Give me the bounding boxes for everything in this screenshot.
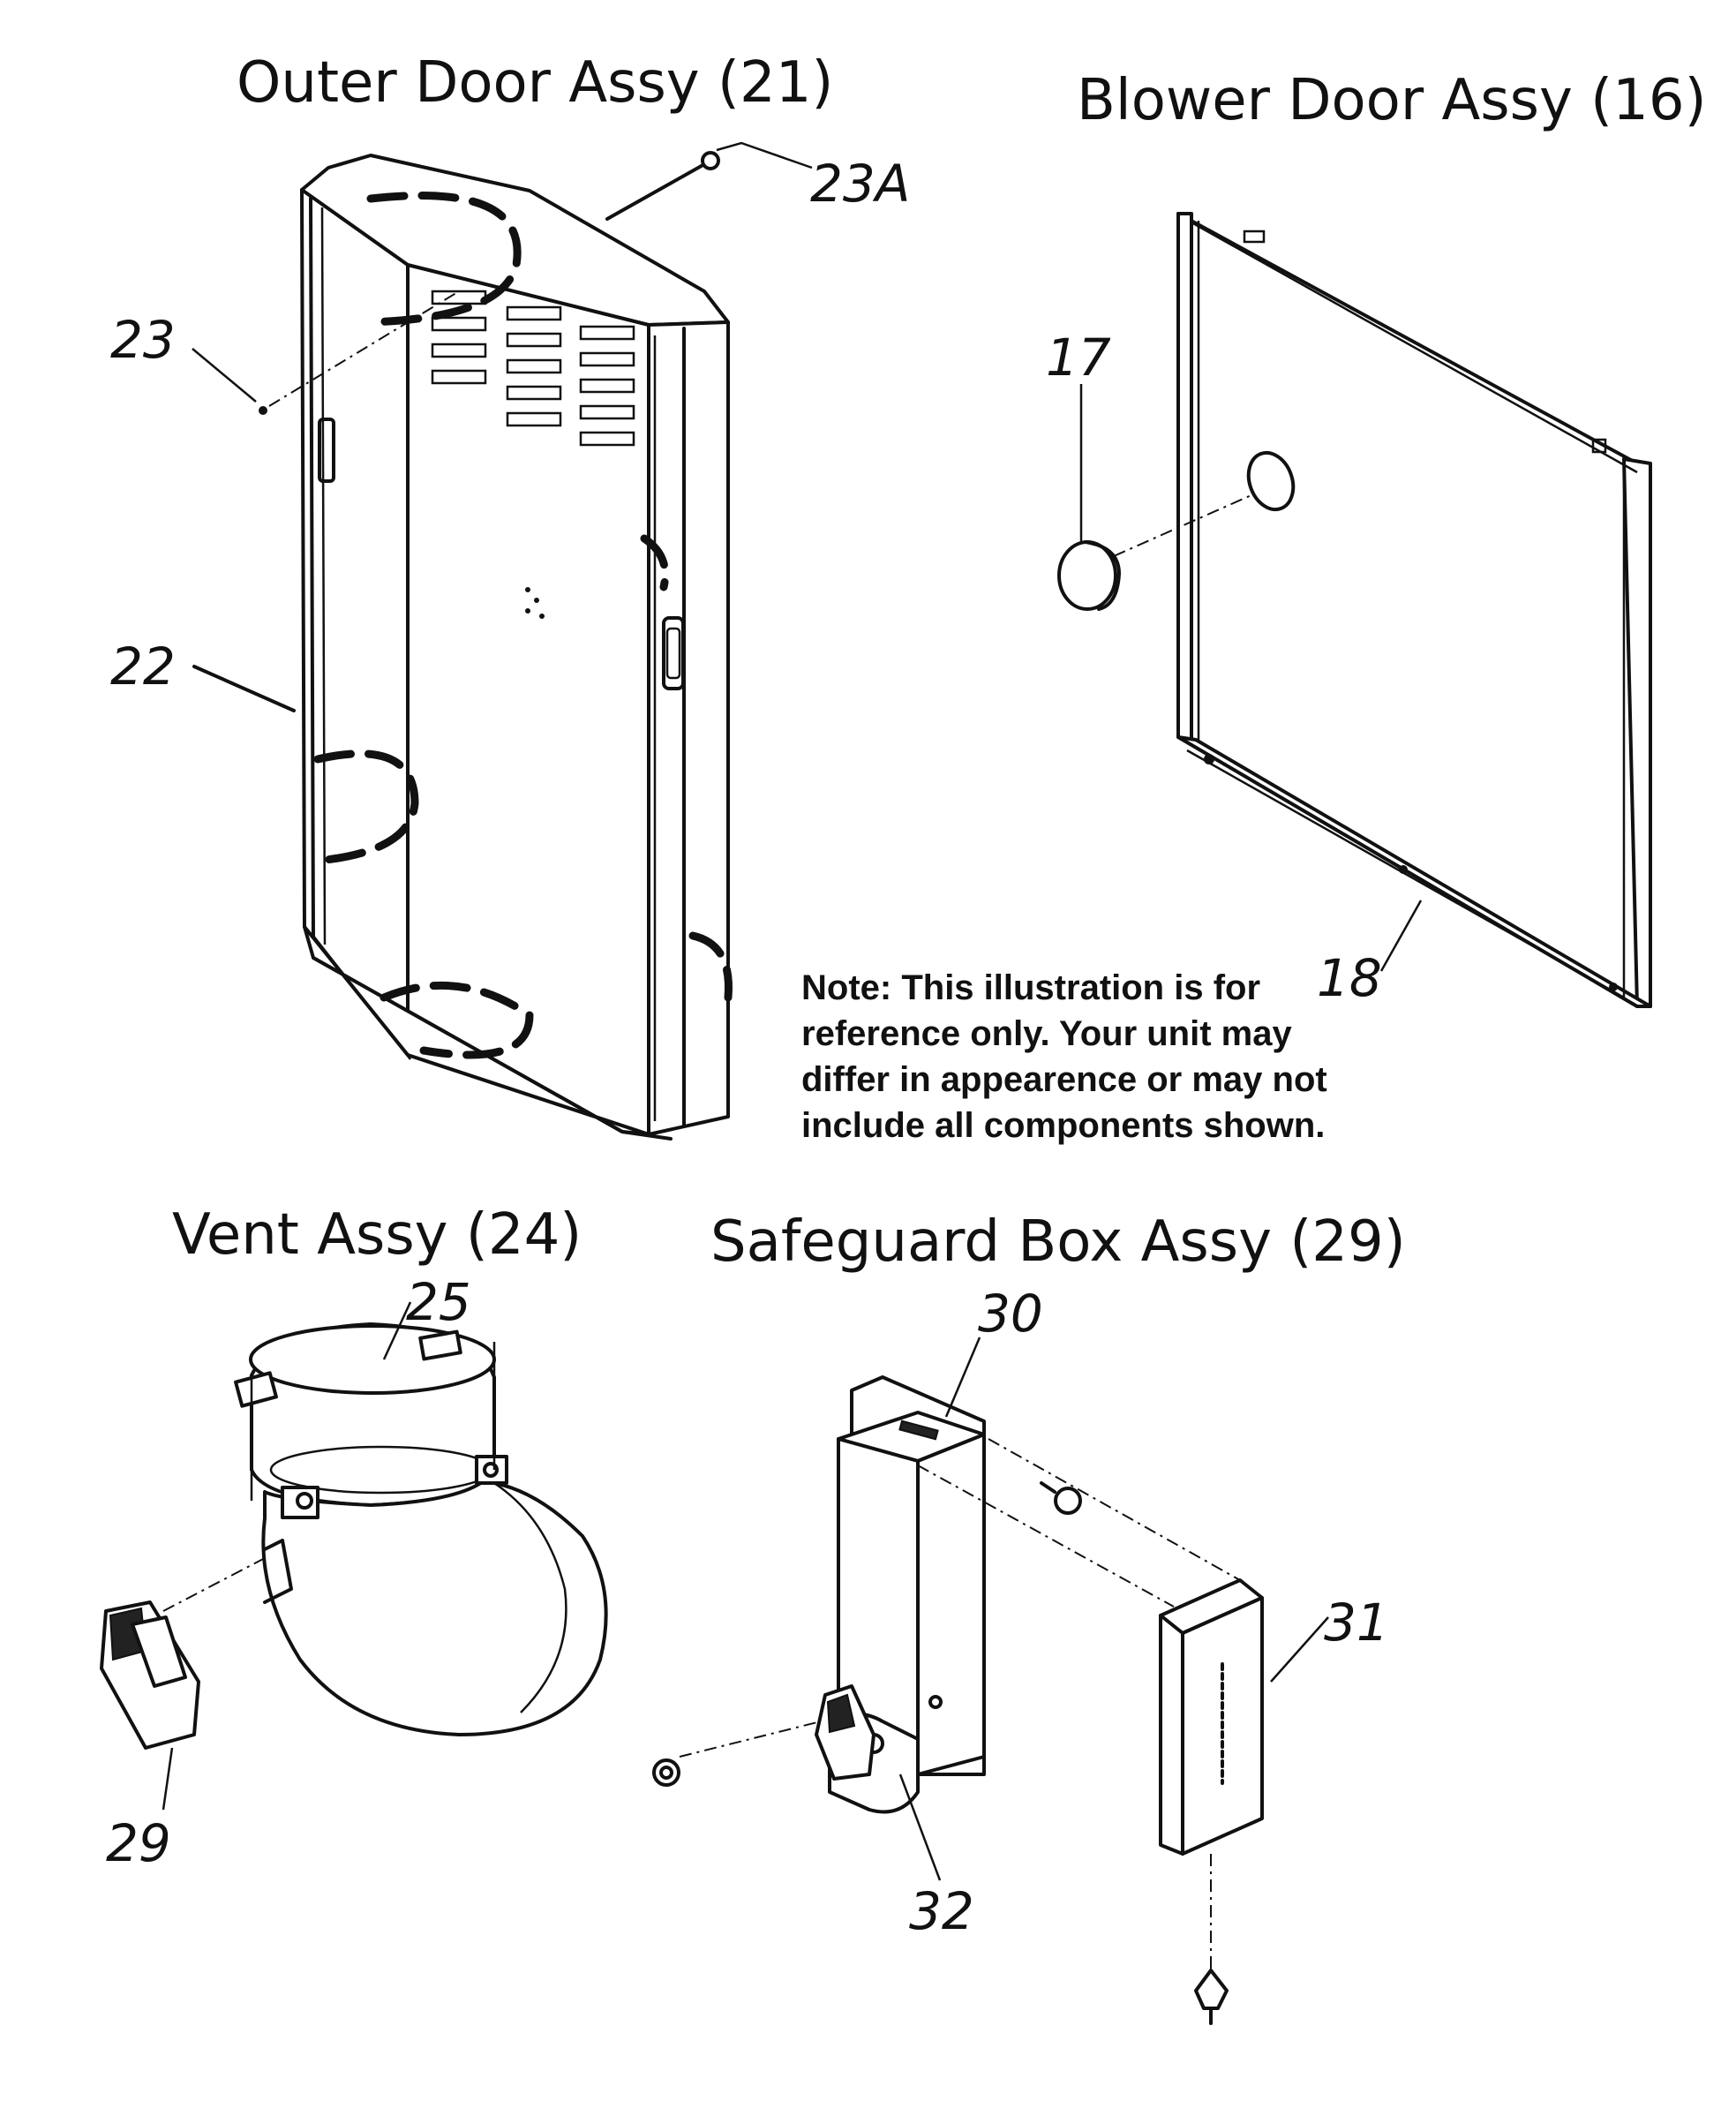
outer-door-callouts: 23A 23 22: [110, 141, 910, 712]
note-line-3: differ in appearence or may not: [801, 1060, 1327, 1099]
vent-callouts: 25 29: [106, 1272, 471, 1873]
callout-18: 18: [1317, 948, 1382, 1008]
callout-31: 31: [1324, 1593, 1389, 1653]
safeguard-box-assembly: [652, 1375, 1264, 2025]
reference-note: Note: This illustration is for reference…: [801, 968, 1327, 1145]
blower-door-callouts: 17 18: [1046, 328, 1423, 1008]
safeguard-title: Safeguard Box Assy (29): [710, 1209, 1406, 1275]
callout-23: 23: [110, 310, 176, 370]
callout-22: 22: [110, 636, 176, 697]
callout-23a: 23A: [810, 154, 910, 214]
knockouts: [313, 192, 733, 1059]
callout-17: 17: [1046, 328, 1111, 388]
blower-door-assembly: [1057, 212, 1652, 1008]
callout-32: 32: [909, 1881, 974, 1941]
outer-door-title: Outer Door Assy (21): [237, 50, 833, 116]
note-line-4: include all components shown.: [801, 1106, 1325, 1145]
note-line-1: Note: This illustration is for: [801, 968, 1260, 1007]
outer-door-assembly: [259, 151, 733, 1141]
vent-assembly: [100, 1322, 608, 1750]
blower-door-title: Blower Door Assy (16): [1077, 68, 1707, 133]
callout-29: 29: [106, 1813, 171, 1873]
safeguard-callouts: 30 31 32: [898, 1284, 1389, 1941]
note-line-2: reference only. Your unit may: [801, 1014, 1292, 1053]
callout-25: 25: [406, 1272, 471, 1332]
vent-title: Vent Assy (24): [172, 1202, 582, 1268]
callout-30: 30: [978, 1284, 1043, 1344]
